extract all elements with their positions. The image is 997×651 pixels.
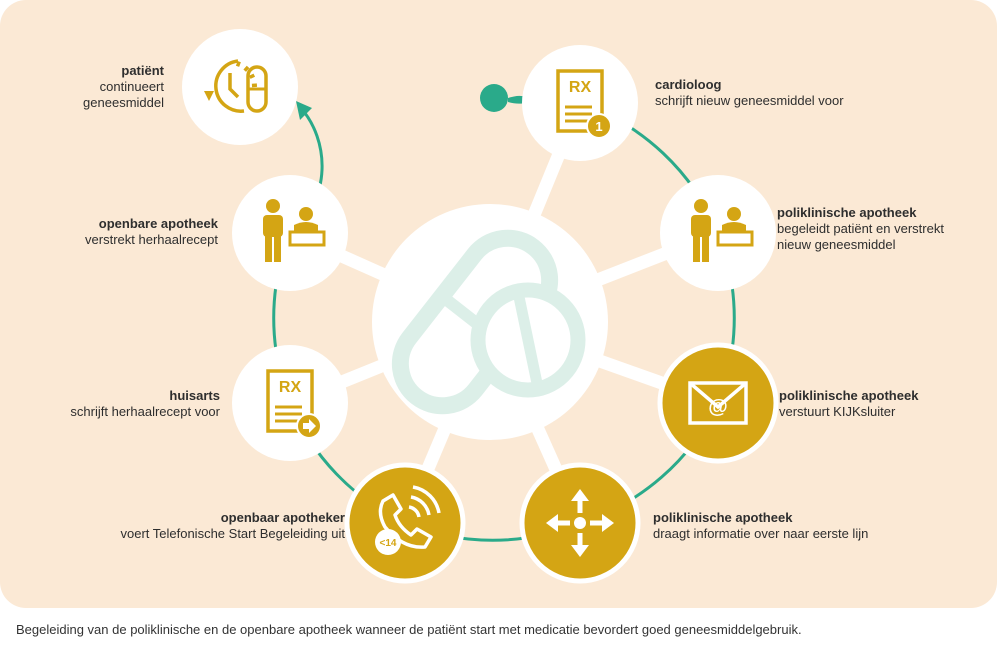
label-cardioloog: cardioloog schrijft nieuw geneesmiddel v… [655,77,844,109]
wave [408,505,421,518]
label-line: continueert [99,79,164,94]
node-circle [182,29,298,145]
clock-arc [214,59,245,113]
label-title: cardioloog [655,77,722,92]
label-poli-informatie: poliklinische apotheek draagt informatie… [653,510,868,542]
label-line: schrijft nieuw geneesmiddel voor [655,93,844,108]
person-head [266,199,280,213]
pharmacist-body [294,222,318,232]
label-openbare-apotheek: openbare apotheek verstrekt herhaalrecep… [85,216,218,248]
person-leg [702,236,709,262]
rx-text: RX [279,379,302,396]
label-title: huisarts [169,388,220,403]
step-nodes: RX 1 @ <14 RX [182,29,779,584]
forward-arrow-icon [303,419,316,433]
badge-text: 1 [595,119,602,134]
counter [288,230,326,247]
transfer-arrows-icon [546,489,614,557]
step-node-poli-informatie [519,462,641,584]
document-outline [556,69,604,133]
label-title: poliklinische apotheek [779,388,919,403]
pharmacist-body [722,222,746,232]
label-line: schrijft herhaalrecept voor [70,404,220,419]
node-circle [657,342,779,464]
label-line: voert Telefonische Start Begeleiding uit [120,526,345,541]
step-node-poli-begeleidt [660,175,776,291]
center-dot [574,517,586,529]
label-line: draagt informatie over naar eerste lijn [653,526,869,541]
wave [410,495,431,516]
tablet-score [512,290,544,390]
label-openbaar-apotheker: openbaar apotheker voert Telefonische St… [120,510,345,542]
envelope-flap [688,381,748,410]
label-title: openbare apotheek [98,216,218,231]
node-circle [522,45,638,161]
label-line: verstrekt herhaalrecept [85,232,218,247]
badge-icon [586,113,612,139]
label-huisarts: huisarts schrijft herhaalrecept voor [70,388,220,420]
person-body [691,215,711,237]
label-poli-begeleidt: poliklinische apotheek begeleidt patiënt… [777,205,944,253]
label-line: begeleidt patiënt en verstrekt [777,221,944,236]
rx-text: RX [569,79,592,96]
label-line: geneesmiddel [83,95,164,110]
arrow-head-icon [296,101,312,120]
days-text: <14 [380,538,397,549]
person-body [263,215,283,237]
care-cycle-diagram: RX 1 @ <14 RX [182,29,779,584]
arrow-head [571,489,589,501]
email-icon: @ [688,381,748,425]
arrow-head [571,545,589,557]
envelope [688,381,748,425]
label-poli-kijksluiter: poliklinische apotheek verstuurt KIJKslu… [779,388,918,420]
document-outline [266,369,314,433]
person-head [694,199,708,213]
clock-tick [235,61,241,67]
arrow-head [546,514,558,532]
person-leg [265,236,272,262]
label-title: openbaar apotheker [220,510,345,525]
node-circle [232,345,348,461]
step-node-cardioloog: RX 1 [522,45,638,161]
cycle-arrow [204,91,214,101]
phone-call-icon: <14 [375,485,441,555]
at-sign: @ [708,396,728,418]
label-title: poliklinische apotheek [777,205,917,220]
center-circle [372,204,608,440]
pharmacist-head [727,207,741,221]
figure-caption: Begeleiding van de poliklinische en de o… [16,622,802,637]
counter [716,230,754,247]
handset [378,493,433,549]
tablet-outline [470,282,586,398]
days-badge [375,529,401,555]
label-patient: patiënt continueert geneesmiddel [83,63,164,111]
label-title: patiënt [121,63,164,78]
wave [412,485,441,514]
label-line: nieuw geneesmiddel [777,237,896,252]
prescription-new-icon: RX 1 [556,69,612,139]
clock-tick [243,65,250,72]
step-node-openbaar-apotheker: <14 [344,462,466,584]
label-title: poliklinische apotheek [653,510,793,525]
clock-tick [249,73,256,79]
pharmacist-counter-icon [691,199,754,262]
clock-capsule-icon [204,59,268,113]
person-leg [693,236,700,262]
step-node-huisarts: RX [232,345,348,461]
person-leg [274,236,281,262]
step-node-poli-kijksluiter: @ [657,342,779,464]
clock-hands [228,73,240,99]
pharmacist-counter-icon [263,199,326,262]
pill-capsule-tablet-icon [391,229,586,415]
step-node-patient [182,29,298,145]
start-dot-icon [480,84,508,112]
label-line: verstuurt KIJKsluiter [779,404,896,419]
node-circle [344,462,466,584]
pharmacist-head [299,207,313,221]
prescription-forward-icon: RX [266,369,322,439]
start-connector [508,95,526,104]
arrow-head [602,514,614,532]
step-node-openbare-apotheek [232,175,348,291]
